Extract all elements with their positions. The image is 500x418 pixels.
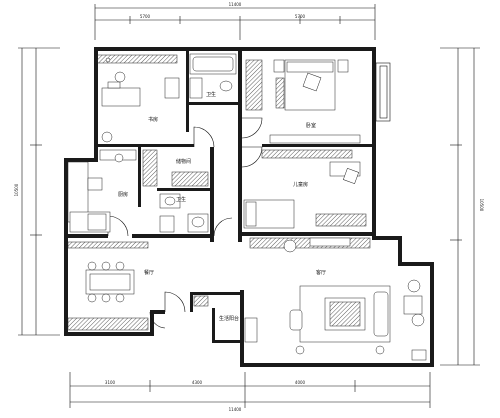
room-label-study: 书房 — [148, 116, 158, 123]
bottom-dimension-lines: 3100 4300 4000 11400 — [69, 372, 431, 412]
dim-top-right: 5700 — [295, 14, 306, 19]
room-label-kitchen: 厨房 — [118, 191, 128, 198]
door-swings — [107, 117, 263, 329]
balcony-fixtures — [193, 295, 258, 343]
right-dimension-lines: 10500 — [440, 47, 484, 366]
kitchen-fixtures — [67, 149, 137, 233]
dim-top-total: 11400 — [229, 2, 242, 7]
top-dimension-lines: 11400 5700 5700 — [94, 2, 376, 40]
room-label-laundry: 储物间 — [176, 158, 191, 165]
room-label-bedroom: 卧室 — [306, 122, 316, 129]
room-label-dining: 餐厅 — [144, 269, 154, 276]
bathroom1-fixtures — [189, 53, 237, 99]
room-label-bathroom2: 卫生 — [176, 196, 186, 203]
bedroom-furniture — [245, 59, 361, 144]
living-furniture — [249, 237, 427, 361]
dining-furniture — [67, 241, 149, 331]
room-label-bathroom1: 卫生 — [206, 91, 216, 98]
dim-bottom-c: 4000 — [295, 380, 306, 385]
dim-bottom-total: 11400 — [229, 407, 242, 412]
exterior-walls — [64, 47, 434, 367]
room-label-kids-room: 儿童房 — [293, 181, 308, 188]
dim-top-left: 5700 — [140, 14, 151, 19]
dim-right-total: 10500 — [479, 199, 484, 212]
study-furniture — [96, 54, 180, 143]
room-label-living: 客厅 — [316, 269, 326, 276]
bathroom2-fixtures — [159, 193, 209, 233]
dim-left-total: 10500 — [14, 183, 19, 196]
laundry-fixtures — [142, 149, 209, 187]
room-label-balcony: 生活阳台 — [219, 315, 239, 322]
dim-bottom-b: 4300 — [192, 380, 203, 385]
kids-room-furniture — [243, 149, 367, 229]
bay-window — [375, 62, 391, 122]
left-dimension-lines: 10500 — [14, 47, 60, 336]
dim-bottom-a: 3100 — [105, 380, 116, 385]
interior-walls — [64, 47, 376, 343]
